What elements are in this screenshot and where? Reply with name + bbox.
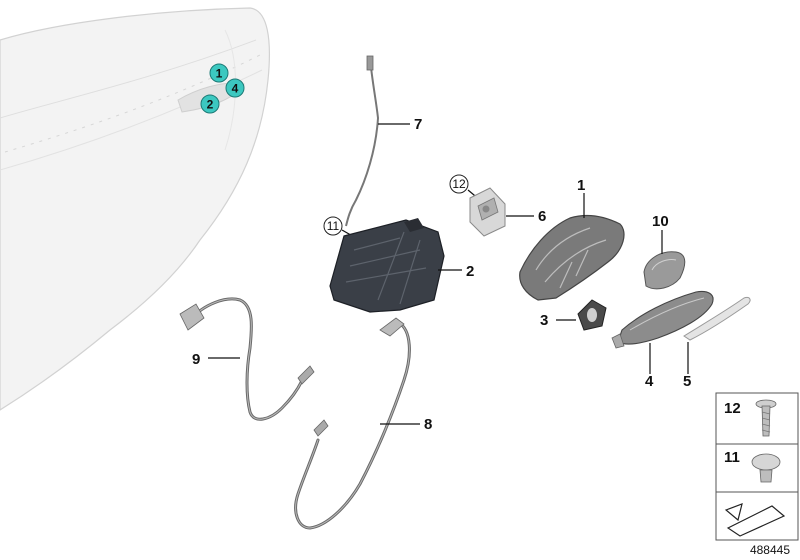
part-2-label: 2: [466, 263, 474, 280]
part-12-callout[interactable]: 12: [449, 174, 481, 201]
part-1-handle-carrier[interactable]: 1: [519, 177, 625, 301]
part-4-label: 4: [645, 373, 654, 390]
part-10-cap[interactable]: 10: [643, 213, 686, 290]
part-2-lock-module[interactable]: 2: [329, 218, 474, 313]
part-1-label: 1: [577, 177, 585, 194]
arrow-icon: [724, 503, 786, 537]
part-10-label: 10: [652, 213, 669, 230]
legend-item-12-label: 12: [724, 400, 741, 417]
part-5-trim-strip[interactable]: 5: [683, 297, 751, 390]
door-callout-2-text: 2: [207, 98, 214, 112]
part-5-label: 5: [683, 373, 691, 390]
door-callout-4-text: 4: [232, 82, 239, 96]
part-7-rod[interactable]: 7: [345, 55, 422, 227]
part-7-label: 7: [414, 116, 422, 133]
bolt-icon: [751, 453, 781, 483]
door-callout-1-text: 1: [216, 67, 223, 81]
part-8-label: 8: [424, 416, 432, 433]
part-6-striker[interactable]: 6: [469, 187, 546, 237]
legend: 12 11: [715, 392, 799, 541]
part-6-label: 6: [538, 208, 546, 225]
part-11-label: 11: [327, 219, 340, 233]
part-9-cable[interactable]: 9: [179, 297, 315, 421]
part-4-door-handle[interactable]: 4: [611, 290, 714, 391]
door-callout-4[interactable]: 4: [225, 78, 245, 98]
part-12-label: 12: [452, 177, 466, 191]
reference-number: 488445: [750, 543, 790, 557]
legend-item-11-label: 11: [724, 449, 740, 466]
part-3-label: 3: [540, 312, 548, 329]
screw-icon: [755, 399, 777, 437]
part-8-cable[interactable]: 8: [294, 317, 433, 530]
door-callout-2[interactable]: 2: [200, 94, 220, 114]
part-3-gasket[interactable]: 3: [540, 299, 607, 331]
part-9-label: 9: [192, 351, 200, 368]
door-panel: [0, 7, 270, 411]
door-callout-1[interactable]: 1: [209, 63, 229, 83]
legend-box-12: [715, 392, 799, 445]
